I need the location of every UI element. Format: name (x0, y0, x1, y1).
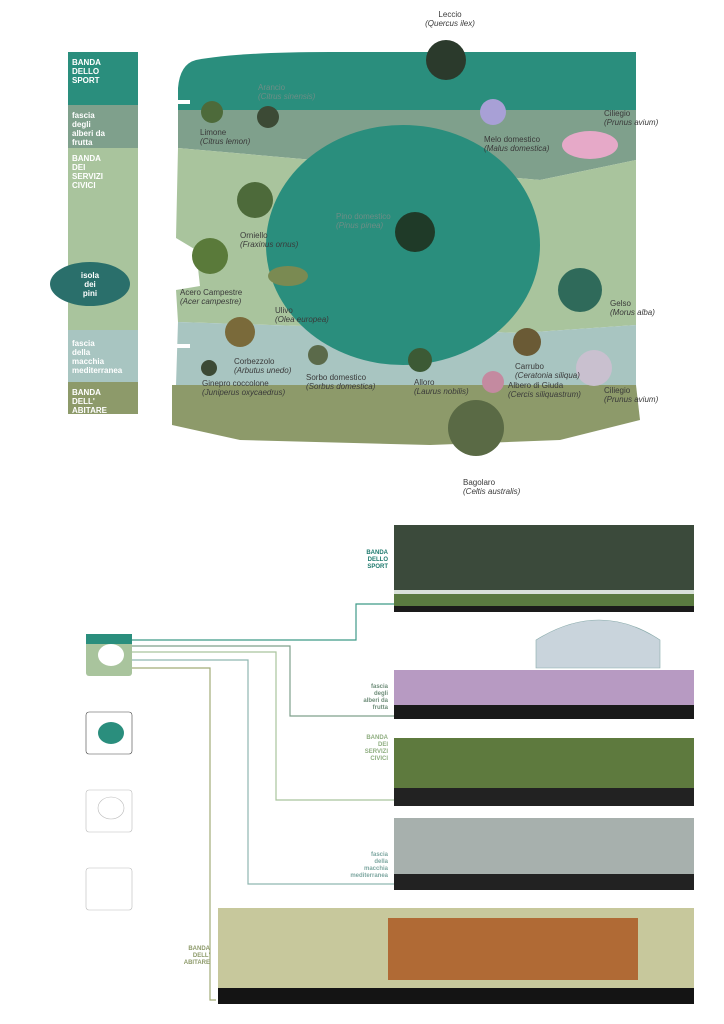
tree-label-alloro: Alloro(Laurus nobilis) (414, 378, 469, 396)
section-civic (394, 738, 694, 806)
mini-plan-3 (85, 789, 133, 833)
tree-icon-gelso (558, 268, 602, 312)
legend-bar-sport (68, 52, 138, 105)
tree-icons (192, 40, 618, 456)
tree-icon-alloro (408, 348, 432, 372)
mini-plan-4 (85, 867, 133, 911)
legend-label-fruit: fascia degli alberi da frutta (72, 111, 105, 147)
connector-abitare (132, 667, 216, 1001)
plan-notch (176, 344, 190, 348)
legend-label-med: fascia della macchia mediterranea (72, 339, 123, 375)
legend-label-civic: BANDA DEI SERVIZI CIVICI (72, 154, 103, 190)
tree-icon-ulivo (268, 266, 308, 286)
tree-icon-melo (480, 99, 506, 125)
legend-bar-fruit (68, 105, 138, 148)
section-fruit (394, 619, 694, 719)
tree-label-melo: Melo domestico(Malus domestica) (484, 135, 550, 153)
tree-label-bagolaro: Bagolaro(Celtis australis) (463, 478, 521, 496)
tree-icon-sorbo (308, 345, 328, 365)
tree-icon-limone (201, 101, 223, 123)
tree-label-ciliegio-2: Ciliegio(Prunus avium) (604, 386, 659, 404)
tree-label-ciliegio-1: Ciliegio(Prunus avium) (604, 109, 659, 127)
legend-bar-abitare (68, 382, 138, 414)
plan-band-sport (178, 52, 636, 110)
tree-icon-acero (192, 238, 228, 274)
section-connectors (132, 603, 394, 1001)
tree-icon-leccio (426, 40, 466, 80)
tree-icon-pino (395, 212, 435, 252)
section-med (394, 818, 694, 890)
section-label-fruit: fascia degli alberi da frutta (363, 684, 388, 711)
tree-label-sorbo: Sorbo domestico(Sorbus domestica) (306, 373, 376, 391)
plan-notch (178, 100, 190, 104)
tree-icon-corbezzolo (225, 317, 255, 347)
tree-label-ginepro: Ginepro coccolone(Juniperus oxycaedrus) (202, 379, 286, 397)
tree-icon-ciliegio (562, 131, 618, 159)
legend-label-sport: BANDA DELLO SPORT (72, 58, 101, 85)
mini-plan-2 (85, 711, 133, 755)
tree-label-orniello: Orniello(Fraxinus ornus) (240, 231, 299, 249)
tree-icon-giuda (482, 371, 504, 393)
tree-label-corbezzolo: Corbezzolo(Arbutus unedo) (234, 357, 292, 375)
tree-icon-ciliegio2 (576, 350, 612, 386)
section-label-civic: BANDA DEI SERVIZI CIVICI (364, 735, 388, 762)
connector-civic (132, 651, 394, 801)
tree-icon-bagolaro (448, 400, 504, 456)
tree-label-gelso: Gelso(Morus alba) (610, 299, 655, 317)
tree-label-ulivo: Ulivo(Olea europea) (275, 306, 329, 324)
tree-label-leccio: Leccio(Quercus ilex) (425, 10, 475, 28)
tree-label-carrubo: Carrubo(Ceratonia siliqua) (515, 362, 580, 380)
tree-icon-orniello (237, 182, 273, 218)
connector-sport (132, 603, 394, 641)
section-label-sport: BANDA DELLO SPORT (366, 550, 388, 570)
connector-med (132, 659, 394, 885)
legend-label-isola: isola dei pini (50, 262, 130, 306)
tree-icon-ginepro (201, 360, 217, 376)
tree-label-pino: Pino domestico(Pinus pinea) (336, 212, 391, 230)
section-label-med: fascia della macchia mediterranea (350, 852, 388, 879)
tree-label-arancio: Arancio(Citrus sinensis) (258, 83, 316, 101)
legend-label-abitare: BANDA DELL' ABITARE (72, 388, 107, 415)
plan-band-abitare (172, 385, 640, 445)
section-label-abitare: BANDA DELL' ABITARE (183, 946, 210, 966)
tree-label-giuda: Albero di Giuda(Cercis siliquastrum) (508, 381, 581, 399)
section-abitare (218, 908, 694, 1004)
tree-label-limone: Limone(Citrus lemon) (200, 128, 251, 146)
mini-plan-1 (86, 634, 132, 676)
tree-label-acero: Acero Campestre(Acer campestre) (180, 288, 243, 306)
tree-icon-arancio (257, 106, 279, 128)
legend-bar-med (68, 330, 138, 382)
section-sport (394, 525, 694, 612)
connector-fruit (132, 645, 394, 717)
tree-icon-carrubo (513, 328, 541, 356)
